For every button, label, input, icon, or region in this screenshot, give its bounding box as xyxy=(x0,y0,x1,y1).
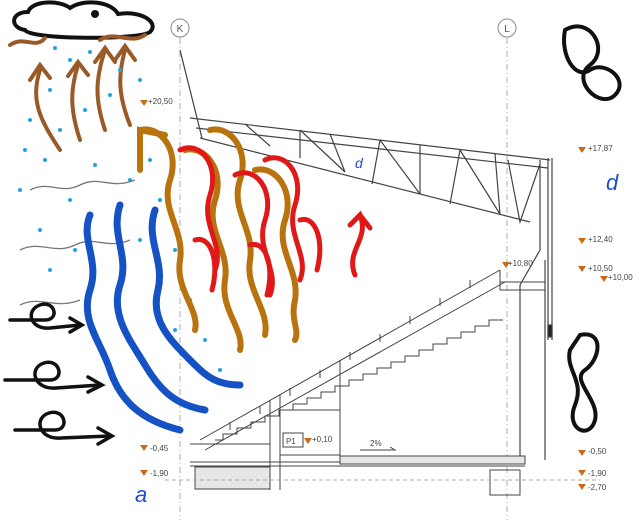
level-marker xyxy=(140,100,148,106)
slope-arrow xyxy=(360,446,397,451)
level-right-7: -1,90 xyxy=(588,469,607,478)
point-level: +0,10 xyxy=(312,435,333,444)
grid-axes xyxy=(179,38,508,520)
level-marker xyxy=(140,445,148,451)
slope-label: 2% xyxy=(370,439,382,448)
level-right-2: +12,40 xyxy=(588,235,613,244)
level-left-2: -0,45 xyxy=(150,444,169,453)
level-left-1: +20,50 xyxy=(148,97,173,106)
wind-lines xyxy=(19,179,136,306)
cloud-sketch xyxy=(12,0,155,40)
rain-dots xyxy=(18,46,222,372)
point-box xyxy=(282,432,304,448)
axis-label-k: K xyxy=(177,24,184,35)
orange-arrows xyxy=(137,126,300,353)
black-loops xyxy=(3,302,116,446)
blue-wind-arrows xyxy=(83,201,244,434)
level-right-8: -2,70 xyxy=(588,483,607,492)
ground xyxy=(165,443,600,496)
level-right-4: +10,50 xyxy=(588,264,613,273)
axis-label-l: L xyxy=(504,24,510,35)
column xyxy=(519,158,553,460)
axis-bubble-l xyxy=(497,18,517,38)
brown-arrows xyxy=(8,33,147,152)
annotation-a: a xyxy=(135,482,147,507)
level-right-3: +10,80 xyxy=(508,259,533,268)
level-right-1: +17,87 xyxy=(588,144,613,153)
level-left-3: -1,90 xyxy=(150,469,169,478)
scribble-bottom-right xyxy=(567,332,600,433)
level-marker xyxy=(140,470,148,476)
annotation-d-roof: d xyxy=(355,155,364,171)
stand-structure xyxy=(199,269,545,490)
axis-bubble-k xyxy=(170,18,190,38)
levels-left: +20,50 -0,45 -1,90 xyxy=(140,97,173,478)
scribble-top-right xyxy=(562,24,622,102)
level-marker xyxy=(304,438,312,444)
red-arrows xyxy=(177,145,373,298)
level-right-6: -0,50 xyxy=(588,447,607,456)
roof-truss xyxy=(179,49,551,225)
level-right-5: +10,00 xyxy=(608,273,633,282)
levels-right: +17,87 +12,40 +10,80 +10,50 +10,00 -0,50… xyxy=(502,144,633,492)
point-label: P1 xyxy=(286,437,296,446)
annotation-d-right: d xyxy=(606,170,619,195)
cloud-dot xyxy=(91,10,99,18)
